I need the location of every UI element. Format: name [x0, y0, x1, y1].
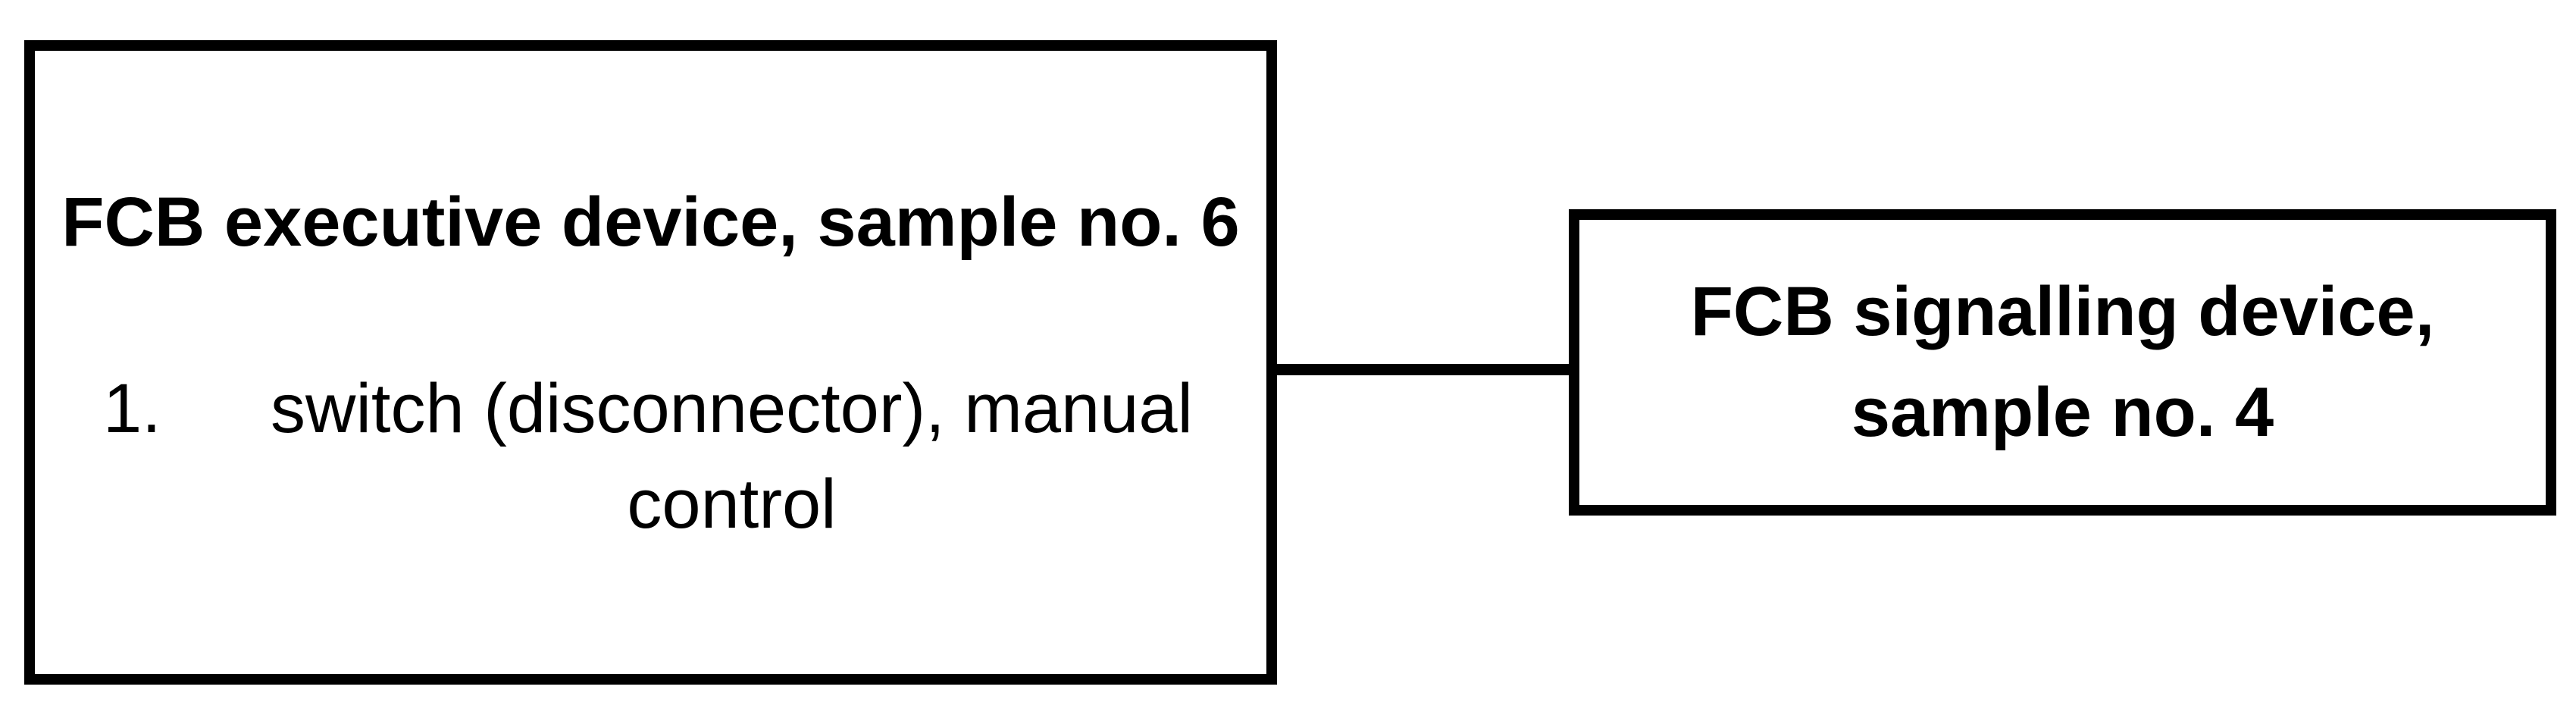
node-executive-device-title: FCB executive device, sample no. 6 [61, 183, 1240, 261]
connector-line-executive-to-signalling [1273, 364, 1576, 375]
node-signalling-device-title: FCB signalling device, sample no. 4 [1690, 273, 2435, 451]
list-item-text: switch (disconnector), manual control [271, 370, 1193, 543]
node-executive-device: FCB executive device, sample no. 6 1. sw… [24, 40, 1277, 685]
list-item-marker: 1. [103, 370, 161, 447]
node-signalling-device: FCB signalling device, sample no. 4 [1569, 209, 2556, 516]
node-executive-device-list: 1. switch (disconnector), manual control [35, 361, 1266, 552]
